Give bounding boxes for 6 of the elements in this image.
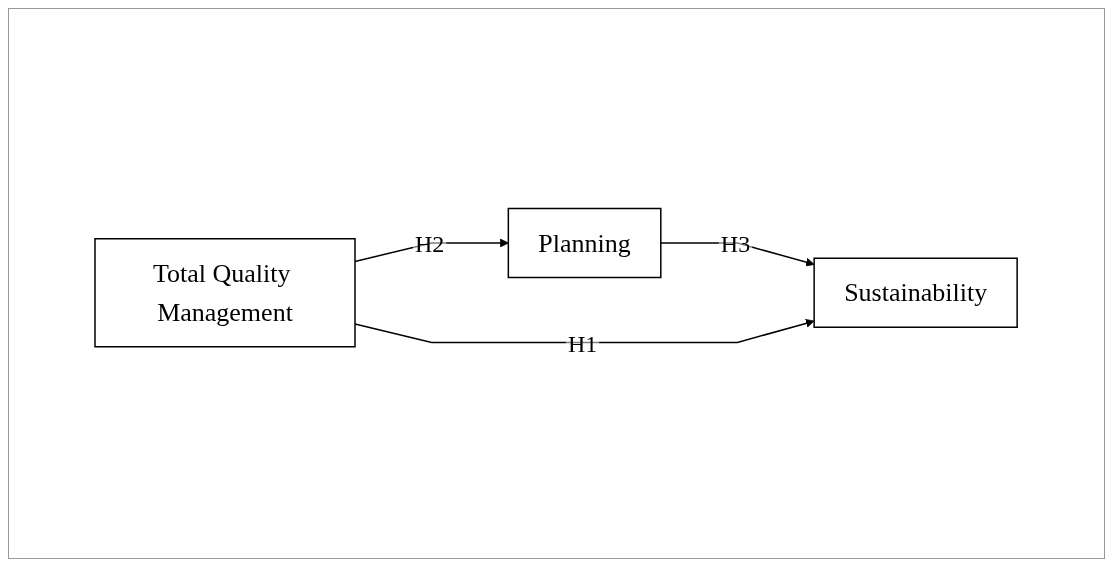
edge-label: H2	[415, 231, 445, 257]
node-box: Sustainability	[813, 257, 1019, 328]
node-box: Total Quality Management	[94, 238, 357, 348]
edge-label: H3	[721, 231, 751, 257]
node-box: Planning	[508, 207, 662, 279]
edge-label: H1	[568, 330, 598, 357]
